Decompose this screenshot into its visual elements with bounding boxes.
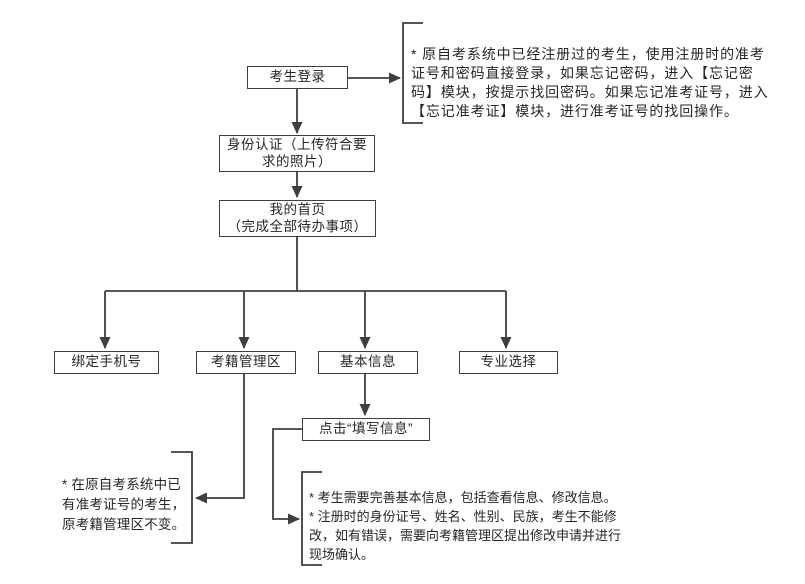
node-candidate-login: 考生登录 [247, 66, 348, 89]
login-note-text: * 原自考系统中已经注册过的考生，使用注册时的准考 证号和密码直接登录，如果忘记… [411, 46, 769, 119]
node-bind-phone-number: 绑定手机号 [54, 351, 159, 374]
node-basic-information: 基本信息 [318, 351, 418, 374]
bracket-login-note [402, 22, 423, 124]
bracket-basic-info-note [301, 471, 322, 566]
bracket-registry-note [171, 451, 193, 544]
node-exam-registry-area: 考籍管理区 [196, 351, 296, 374]
node-click-fill-information: 点击“填写信息” [302, 418, 430, 441]
node-identity-authentication: 身份认证（上传符合要 求的照片） [219, 135, 375, 172]
connector-registry-to-note [195, 374, 245, 504]
node-major-selection: 专业选择 [459, 351, 558, 374]
node-my-homepage: 我的首页 （完成全部待办事项） [219, 200, 376, 237]
registry-note-text: * 在原自考系统中已 有准考证号的考生， 原考籍管理区不变。 [62, 477, 186, 532]
connector-fill-info-to-note [272, 428, 302, 525]
basic-info-note-text: * 考生需要完善基本信息，包括查看信息、修改信息。 * 注册时的身份证号、姓名、… [309, 490, 622, 562]
